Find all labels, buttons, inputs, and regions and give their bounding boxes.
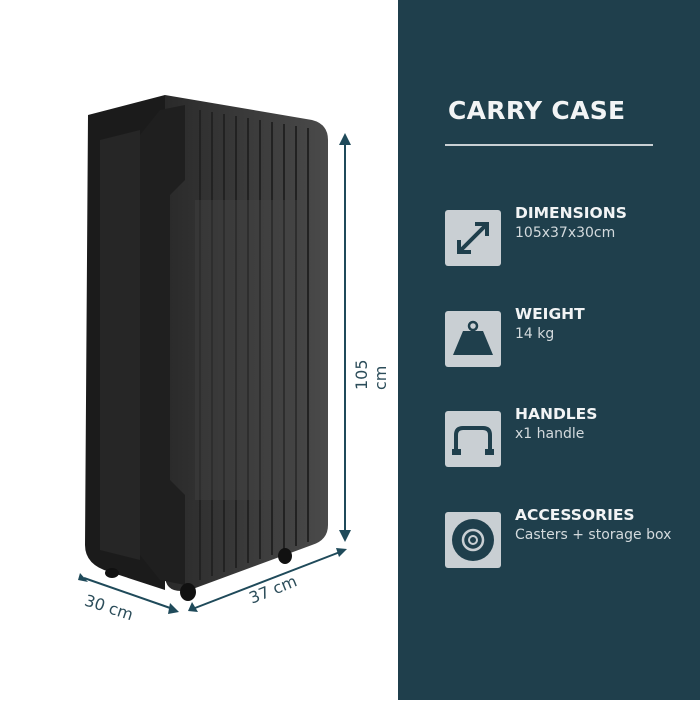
specs-panel: CARRY CASE DIMENSIONS 105x37x30cm WEIGHT… [398,0,700,700]
handle-icon [445,411,501,467]
product-image-area: 105 cm 37 cm 30 cm [78,95,390,625]
spec-accessories: ACCESSORIES Casters + storage box [445,506,695,568]
spec-label: HANDLES [515,405,598,423]
spec-label: DIMENSIONS [515,204,627,222]
spec-label: ACCESSORIES [515,506,635,524]
panel-title: CARRY CASE [448,96,626,125]
spec-dimensions: DIMENSIONS 105x37x30cm [445,204,695,266]
carry-case-illustration [78,95,351,614]
diagonal-arrows-icon [445,210,501,266]
spec-handles: HANDLES x1 handle [445,405,695,467]
spec-value: Casters + storage box [515,527,672,543]
spec-value: x1 handle [515,426,585,442]
title-divider [445,144,653,146]
height-dimension-label: 105 cm [352,359,390,390]
caster-wheel-icon [445,512,501,568]
weight-icon [445,311,501,367]
spec-weight: WEIGHT 14 kg [445,305,695,367]
spec-value: 105x37x30cm [515,225,616,241]
spec-value: 14 kg [515,326,555,342]
spec-label: WEIGHT [515,305,585,323]
